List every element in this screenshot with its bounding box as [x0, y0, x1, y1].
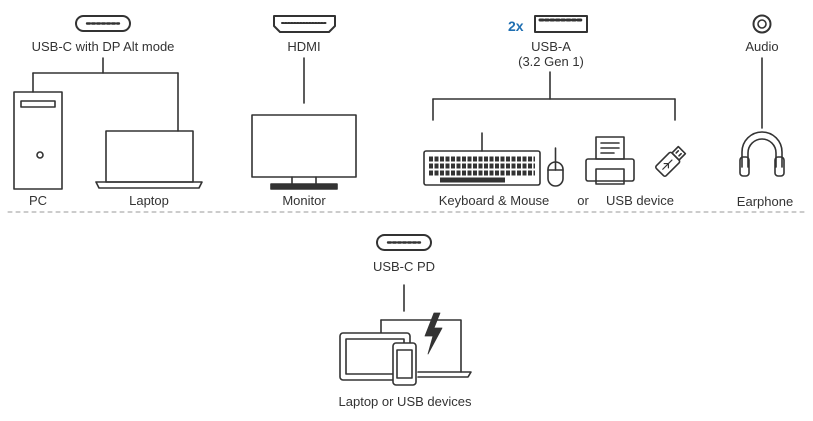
usbc-pd-port-label: USB-C PD: [372, 259, 436, 274]
audio-port-label: Audio: [745, 39, 779, 54]
usba-gen-label: (3.2 Gen 1): [518, 54, 584, 69]
laptop-label: Laptop: [129, 193, 169, 208]
usbc-port-icon: [75, 15, 131, 32]
laptop-icon: [95, 130, 203, 189]
usba-branch-lines: [432, 71, 676, 121]
usb-stick-icon: [655, 145, 687, 177]
charging-devices-label: Laptop or USB devices: [338, 394, 472, 409]
usbc-dp-port-label: USB-C with DP Alt mode: [31, 39, 175, 54]
usbc-pd-port-icon: [376, 234, 432, 251]
pc-label: PC: [28, 193, 48, 208]
keyboard-mouse-label: Keyboard & Mouse: [438, 193, 550, 208]
printer-icon: [585, 136, 635, 185]
usb-device-label: USB device: [606, 193, 674, 208]
usba-multiplier: 2x: [508, 18, 524, 34]
headphone-icon: [739, 131, 785, 177]
hdmi-port-icon: [273, 15, 336, 33]
monitor-label: Monitor: [282, 193, 326, 208]
usbc-branch-lines: [32, 57, 179, 132]
audio-jack-icon: [752, 14, 772, 34]
usba-port-icon: [534, 15, 588, 33]
hdmi-port-label: HDMI: [287, 39, 321, 54]
earphone-label: Earphone: [736, 194, 794, 209]
devices-charging-icon: [339, 312, 472, 386]
keyboard-icon: [423, 132, 541, 186]
or-label: or: [577, 193, 589, 208]
usba-port-label: USB-A: [531, 39, 571, 54]
mouse-icon: [547, 147, 564, 187]
monitor-icon: [251, 114, 357, 190]
pc-tower-icon: [13, 91, 63, 190]
